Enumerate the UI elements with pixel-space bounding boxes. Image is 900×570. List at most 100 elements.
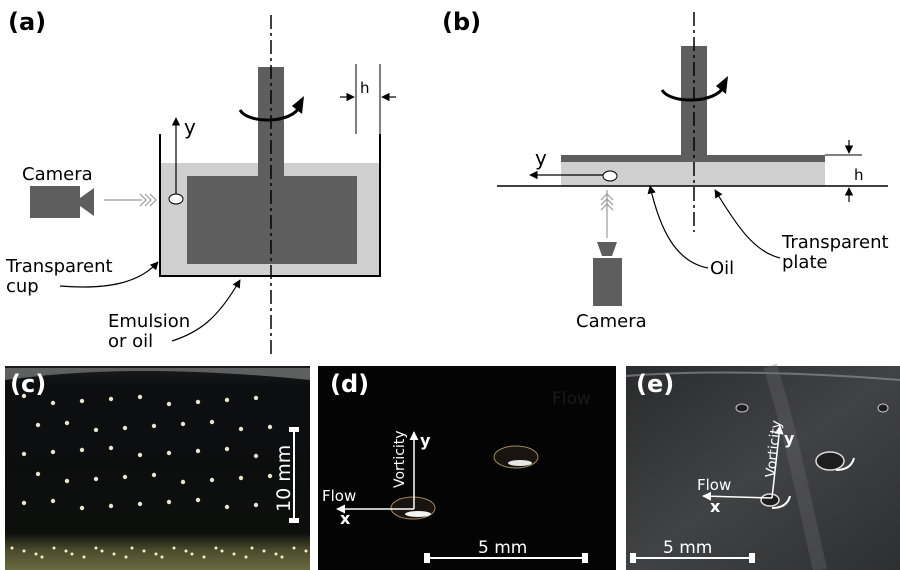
bottom-droplet-c [250, 546, 254, 550]
droplet-c [50, 449, 56, 455]
droplet-c [108, 445, 114, 451]
droplet-e-3-glint [835, 457, 855, 471]
y-label-e: y [784, 429, 795, 448]
panel-b: (b) h y Camera Oil Transparent plate [442, 8, 889, 332]
droplet-c [267, 473, 273, 479]
cup-label-line1: Transparent [5, 256, 113, 277]
y-axis-label: y [184, 115, 196, 139]
bottom-droplet-c [262, 549, 266, 553]
bottom-droplet-c [244, 555, 248, 559]
droplet-c [50, 400, 56, 406]
cup-leader [59, 261, 159, 288]
x-label-d: x [340, 509, 351, 528]
bottom-droplet-c [94, 546, 98, 550]
bottom-droplet-c [64, 549, 68, 553]
flow-label-e: Flow [697, 476, 731, 494]
bottom-droplet-c [292, 546, 296, 550]
panel-a: (a) h y Camera Transparent cup Emulsion … [5, 8, 396, 355]
droplet-c [253, 502, 259, 508]
y-label-d: y [420, 431, 431, 450]
droplet-c [93, 476, 99, 482]
droplet-c [151, 423, 157, 429]
droplet-c [180, 421, 186, 427]
vorticity-label-d: Vorticity [392, 430, 408, 488]
rotation-arrowhead-icon [292, 96, 304, 114]
photo-d [318, 366, 616, 570]
droplet-c [267, 424, 273, 430]
panel-b-tag: (b) [442, 8, 481, 36]
droplet-c [64, 420, 70, 426]
droplet-c [195, 497, 201, 503]
top-plate [561, 155, 825, 162]
droplet-c [166, 401, 172, 407]
photo-e [626, 366, 900, 570]
rotation-arrow-icon [238, 105, 302, 122]
bottom-droplet-c [160, 555, 164, 559]
droplet-c [21, 500, 27, 506]
scale-label-d: 5 mm [478, 538, 527, 558]
droplet-c [224, 397, 230, 403]
droplet-c [224, 504, 230, 510]
droplet-e-1 [735, 403, 749, 413]
droplet-c [195, 448, 201, 454]
bottom-droplet-c [22, 549, 26, 553]
droplet-c [35, 422, 41, 428]
camera-body-icon [30, 186, 80, 218]
scale-cap-top [289, 427, 299, 432]
droplet-c [195, 399, 201, 405]
h-label-b: h [854, 166, 864, 184]
emulsion-label-line2: or oil [108, 331, 153, 352]
droplet-c [108, 396, 114, 402]
bottom-droplet-c [154, 552, 158, 556]
droplet-c [64, 478, 70, 484]
droplet-c [79, 398, 85, 404]
droplet-c [209, 477, 215, 483]
panel-e-tag: (e) [636, 370, 674, 398]
droplet-c [35, 471, 41, 477]
panel-c: (c) 10 mm [5, 366, 310, 570]
y-axis-label-b: y [535, 146, 547, 170]
droplet-c [224, 446, 230, 452]
vorticity-label-e: Vorticity [763, 419, 785, 478]
droplet-c [166, 450, 172, 456]
bottom-droplet-c [220, 549, 224, 553]
light-chevrons-b-icon [600, 193, 614, 211]
rotation-arrowhead-b-icon [716, 76, 728, 94]
flow-label-d: Flow [322, 487, 356, 505]
droplet-c [108, 503, 114, 509]
surface-streak [625, 371, 900, 381]
rotor-cylinder [187, 176, 357, 264]
oil-layer [561, 162, 825, 186]
plate-label-line1: Transparent [781, 232, 889, 253]
panel-a-tag: (a) [8, 8, 46, 36]
plate-label-line2: plate [782, 252, 828, 273]
panel-c-tag: (c) [10, 370, 46, 398]
camera-body-b-icon [593, 258, 622, 306]
droplet-c [166, 499, 172, 505]
droplet-c [50, 498, 56, 504]
droplet-b [602, 170, 618, 182]
bottom-droplet-c [280, 555, 284, 559]
bottom-droplet-c [70, 552, 74, 556]
bottom-droplet-c [172, 546, 176, 550]
bottom-droplet-c [142, 549, 146, 553]
droplet-c [93, 427, 99, 433]
h-label: h [360, 79, 370, 97]
droplet-field [10, 393, 308, 559]
panel-d-tag: (d) [330, 370, 369, 398]
camera-lens-icon [80, 188, 94, 216]
droplet-c [180, 479, 186, 485]
bottom-droplet-c [190, 552, 194, 556]
bottom-droplet-c [100, 549, 104, 553]
scale-cap-left-d [424, 553, 430, 563]
meniscus [5, 368, 310, 380]
bottom-droplet-c [10, 546, 14, 550]
bottom-droplet-c [202, 555, 206, 559]
droplet-c [151, 472, 157, 478]
bottom-droplet-c [130, 546, 134, 550]
droplet-e-3 [815, 451, 845, 471]
panel-d: (d) Flow Vorticity y Flow x 5 mm [318, 366, 616, 570]
droplet-e-2 [877, 403, 889, 413]
oil-label: Oil [710, 258, 734, 279]
